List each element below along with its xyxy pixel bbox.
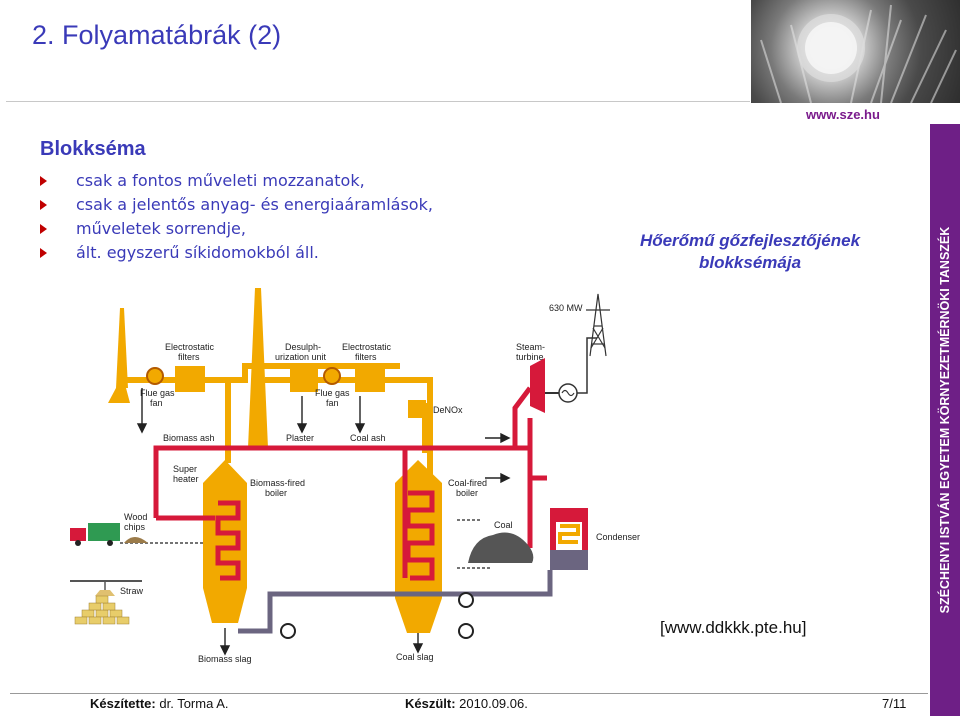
bullet-item: ált. egyszerű síkidomokból áll. — [40, 242, 433, 266]
label-flue-gas-fan-1: fan — [150, 398, 163, 408]
electrostatic-filter-1 — [175, 366, 205, 392]
bullet-arrow-icon — [40, 200, 47, 210]
wood-chips-icon — [124, 537, 148, 543]
date-value: 2010.09.06. — [455, 696, 528, 711]
bullet-arrow-icon — [40, 248, 47, 258]
source-reference: [www.ddkkk.pte.hu] — [660, 618, 807, 637]
label-steam-turbine: Steam- — [516, 342, 545, 352]
bullet-text: műveletek sorrendje, — [76, 219, 246, 238]
bullet-item: műveletek sorrendje, — [40, 218, 433, 242]
globe-grass-image — [760, 4, 957, 103]
chimney-1 — [108, 388, 130, 403]
steam-turbine — [530, 358, 545, 413]
power-plant-block-diagram: 630 MW Steam- turbine Electrostatic filt… — [70, 288, 640, 664]
label-biomass-slag: Biomass slag — [198, 654, 252, 664]
flue-gas-fan-1 — [146, 367, 164, 385]
author-label: Készítette: — [90, 696, 156, 711]
bullet-arrow-icon — [40, 224, 47, 234]
label-biomass-boiler: Biomass-fired — [250, 478, 305, 488]
pylon-icon — [586, 293, 610, 357]
page-number: 7/11 — [882, 696, 907, 711]
coal-boiler — [395, 460, 442, 633]
caption-line: Hőerőmű gőzfejlesztőjének — [639, 231, 861, 250]
label-coal: Coal — [494, 520, 513, 530]
label-coal-slag: Coal slag — [396, 652, 434, 662]
label-electrostatic-filters-2: Electrostatic — [342, 342, 392, 352]
label-plaster: Plaster — [286, 433, 314, 443]
label-wood-chips: chips — [124, 522, 146, 532]
label-desulphurization: urization unit — [275, 352, 327, 362]
footer-author: Készítette: dr. Torma A. — [90, 696, 229, 711]
chimney-1-stack — [116, 308, 128, 388]
footer-date: Készült: 2010.09.06. — [405, 696, 528, 711]
title-divider — [6, 101, 750, 102]
label-coal-ash: Coal ash — [350, 433, 386, 443]
label-super-heater: Super — [173, 464, 197, 474]
label-wood-chips: Wood — [124, 512, 147, 522]
label-flue-gas-fan-2: fan — [326, 398, 339, 408]
diagram-caption: Hőerőmű gőzfejlesztőjének blokksémája — [600, 230, 900, 274]
steam-lines — [153, 386, 547, 581]
label-electrostatic-filters-2: filters — [355, 352, 377, 362]
label-super-heater: heater — [173, 474, 199, 484]
caption-line: blokksémája — [698, 253, 802, 272]
dashed-flows — [120, 519, 490, 569]
label-straw: Straw — [120, 586, 144, 596]
date-label: Készült: — [405, 696, 456, 711]
label-flue-gas-fan-2: Flue gas — [315, 388, 350, 398]
bullet-arrow-icon — [40, 176, 47, 186]
section-heading: Blokkséma — [40, 138, 146, 160]
straw-icon — [70, 580, 142, 625]
label-desulphurization: Desulph- — [285, 342, 321, 352]
label-coal-boiler: boiler — [456, 488, 478, 498]
pump-icon — [280, 623, 296, 639]
label-biomass-boiler: boiler — [265, 488, 287, 498]
label-power-output: 630 MW — [549, 303, 583, 313]
site-url[interactable]: www.sze.hu — [806, 107, 880, 122]
label-biomass-ash: Biomass ash — [163, 433, 215, 443]
label-electrostatic-filters-1: filters — [178, 352, 200, 362]
flue-gas-fan-2 — [323, 367, 341, 385]
bullet-text: ált. egyszerű síkidomokból áll. — [76, 243, 319, 262]
truck-icon — [70, 523, 120, 546]
flow-arrows — [136, 388, 511, 656]
coal-pile-icon — [468, 532, 534, 563]
bullet-list: csak a fontos műveleti mozzanatok, csak … — [40, 170, 433, 266]
label-denox: DeNOx — [433, 405, 463, 415]
label-coal-boiler: Coal-fired — [448, 478, 487, 488]
bullet-text: csak a jelentős anyag- és energiaáramlás… — [76, 195, 433, 214]
bullet-text: csak a fontos műveleti mozzanatok, — [76, 171, 365, 190]
electrostatic-filter-2 — [355, 366, 385, 392]
label-flue-gas-fan-1: Flue gas — [140, 388, 175, 398]
label-steam-turbine: turbine — [516, 352, 544, 362]
label-electrostatic-filters-1: Electrostatic — [165, 342, 215, 352]
pump-icon — [458, 623, 474, 639]
side-band-text: SZÉCHENYI ISTVÁN EGYETEM KÖRNYEZETMÉRNÖK… — [938, 226, 952, 614]
water-lines — [238, 570, 553, 634]
pump-icon — [458, 592, 474, 608]
label-condenser: Condenser — [596, 532, 640, 542]
power-line — [577, 337, 597, 394]
slide-title: 2. Folyamatábrák (2) — [32, 20, 282, 50]
desulphurization-unit — [290, 366, 318, 392]
denox-unit — [408, 400, 426, 418]
footer-divider — [10, 693, 928, 694]
bullet-item: csak a fontos műveleti mozzanatok, — [40, 170, 433, 194]
author-name: dr. Torma A. — [155, 696, 229, 711]
header-globe-photo — [751, 0, 960, 103]
side-band — [930, 124, 960, 716]
bullet-item: csak a jelentős anyag- és energiaáramlás… — [40, 194, 433, 218]
